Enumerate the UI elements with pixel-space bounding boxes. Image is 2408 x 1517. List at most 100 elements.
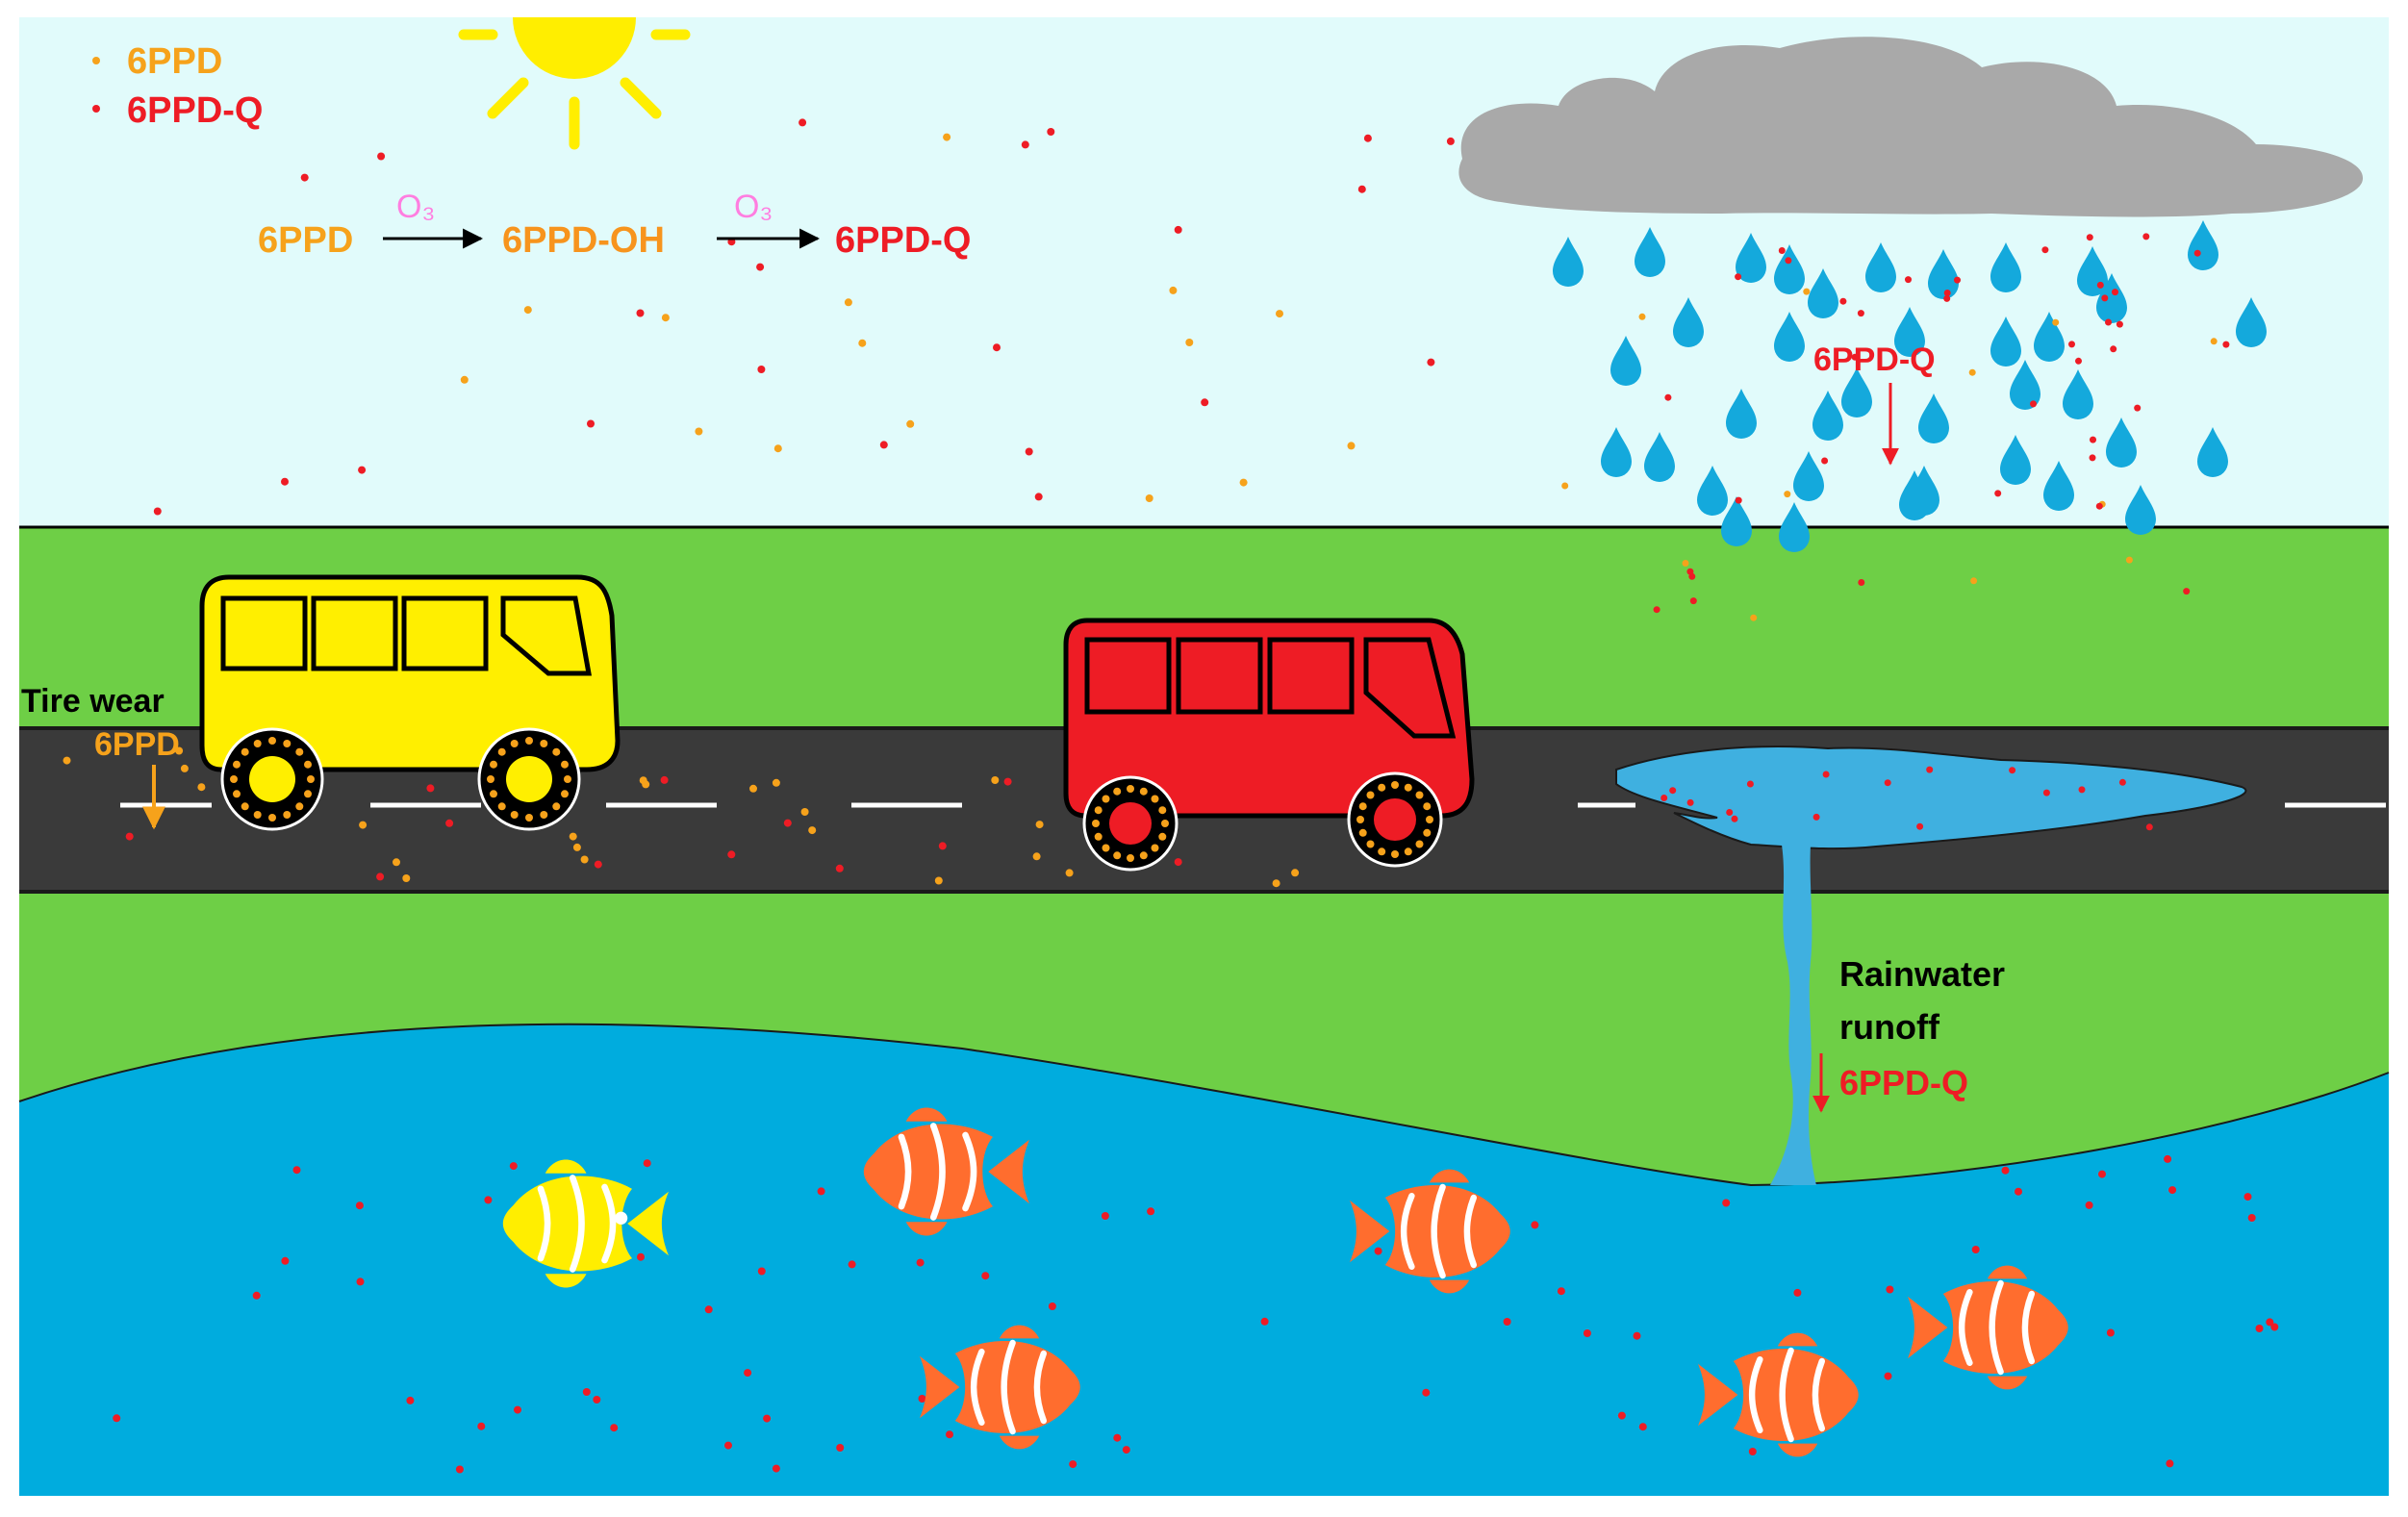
particle-6ppdq	[2096, 281, 2104, 289]
particle-6ppdq	[2090, 436, 2096, 443]
particle-6ppdq	[1047, 128, 1055, 136]
particle-6ppdq	[1943, 294, 1951, 302]
particle-6ppdq	[1886, 1285, 1894, 1294]
particle-6ppd	[1561, 482, 1569, 490]
particle-6ppdq	[509, 1162, 518, 1171]
particle-6ppdq	[1839, 297, 1847, 305]
particle-6ppdq	[1557, 1287, 1565, 1296]
particle-6ppd	[1094, 832, 1103, 841]
reaction-reactant: 6PPD	[258, 220, 353, 261]
particle-6ppd	[1378, 847, 1386, 856]
particle-6ppd	[2210, 338, 2218, 345]
particle-6ppd	[1239, 478, 1248, 487]
particle-6ppdq	[1735, 496, 1742, 504]
particle-6ppdq	[582, 1388, 591, 1396]
legend-label-6ppdq: 6PPD-Q	[127, 90, 263, 131]
particle-6ppdq	[2041, 246, 2049, 254]
particle-6ppd	[808, 826, 817, 835]
particle-6ppdq	[1653, 606, 1660, 614]
particle-6ppd	[1366, 791, 1375, 799]
particle-6ppdq	[757, 1267, 766, 1276]
particle-6ppdq	[1638, 1423, 1647, 1431]
particle-6ppdq	[1357, 185, 1366, 193]
particle-6ppd	[569, 832, 577, 841]
particle-6ppd	[180, 764, 189, 772]
particle-6ppdq	[1748, 1448, 1757, 1455]
particle-6ppd	[1169, 286, 1178, 294]
particle-6ppdq	[1857, 310, 1864, 317]
particle-6ppdq	[1785, 257, 1792, 265]
particle-6ppdq	[879, 441, 888, 449]
particle-6ppdq	[1884, 1372, 1892, 1380]
particle-6ppd	[1404, 847, 1412, 856]
particle-6ppd	[233, 790, 241, 798]
particle-6ppdq	[356, 1277, 365, 1286]
runoff-6ppdq-label: 6PPD-Q	[1839, 1063, 1968, 1102]
particle-6ppd	[800, 808, 809, 816]
particle-6ppdq	[1731, 815, 1738, 822]
legend-dot-6ppd	[92, 57, 100, 64]
particle-6ppdq	[2089, 454, 2096, 462]
particle-6ppdq	[2266, 1318, 2274, 1327]
particle-6ppdq	[1531, 1221, 1539, 1229]
particle-6ppdq	[252, 1291, 261, 1300]
particle-6ppd	[1161, 820, 1169, 827]
reaction-product: 6PPD-Q	[835, 220, 971, 261]
tire-wear-label: Tire wear	[21, 683, 165, 720]
reaction-intermediate: 6PPD-OH	[502, 220, 665, 261]
particle-6ppdq	[1994, 490, 2002, 497]
particle-6ppdq	[2068, 341, 2075, 348]
particle-6ppdq	[1503, 1318, 1511, 1326]
particle-6ppdq	[426, 784, 435, 793]
particle-6ppdq	[1660, 795, 1668, 801]
particle-6ppd	[295, 802, 304, 811]
rain-6ppdq-label: 6PPD-Q	[1813, 341, 1936, 378]
particle-6ppdq	[1821, 457, 1829, 465]
particle-6ppdq	[593, 1396, 601, 1403]
particle-6ppd	[1094, 806, 1103, 815]
tire-wear-particles	[230, 737, 1433, 862]
particle-6ppdq	[1812, 813, 1820, 821]
particle-6ppd	[230, 775, 238, 783]
particle-6ppdq	[637, 1252, 645, 1261]
cloud-icon	[1458, 37, 2364, 217]
particle-6ppdq	[1025, 447, 1033, 456]
particle-6ppdq	[835, 864, 844, 872]
particle-6ppdq	[1260, 1317, 1269, 1326]
particle-6ppdq	[125, 832, 134, 841]
particle-6ppdq	[1746, 780, 1754, 788]
particle-6ppdq	[772, 1464, 780, 1473]
particle-6ppdq	[2142, 233, 2150, 240]
particle-6ppd	[943, 133, 951, 141]
particle-6ppdq	[2183, 588, 2191, 595]
red-bus-icon	[1063, 618, 1475, 819]
particle-6ppd	[283, 740, 291, 747]
particle-6ppdq	[113, 1414, 121, 1423]
particle-6ppd	[844, 298, 852, 307]
particle-6ppdq	[1884, 779, 1891, 787]
particle-6ppd	[1415, 791, 1424, 799]
particle-6ppdq	[916, 1258, 925, 1267]
riverbank-line	[18, 1023, 2390, 1187]
particle-6ppdq	[484, 1196, 493, 1204]
particle-6ppdq	[1971, 1246, 1980, 1253]
particle-6ppd	[1378, 783, 1386, 792]
runoff-stream	[1770, 845, 1816, 1185]
particle-6ppd	[1065, 869, 1074, 877]
particle-6ppdq	[1793, 1288, 1802, 1297]
particle-6ppd	[1970, 577, 1978, 585]
particle-6ppdq	[2098, 1170, 2106, 1178]
particle-6ppdq	[2193, 249, 2201, 257]
particle-6ppd	[523, 306, 532, 315]
particle-6ppdq	[1113, 1433, 1122, 1442]
particle-6ppdq	[757, 366, 766, 373]
particle-6ppdq	[1446, 137, 1455, 145]
legend-dot-6ppdq	[92, 105, 100, 113]
fish-icon-yellow	[502, 1159, 669, 1288]
particle-6ppdq	[2168, 1186, 2177, 1195]
particle-6ppd	[1276, 310, 1283, 318]
particle-6ppd	[1415, 840, 1424, 848]
particle-6ppd	[2125, 556, 2133, 564]
particle-6ppdq	[1943, 290, 1951, 296]
particle-6ppdq	[836, 1444, 845, 1452]
